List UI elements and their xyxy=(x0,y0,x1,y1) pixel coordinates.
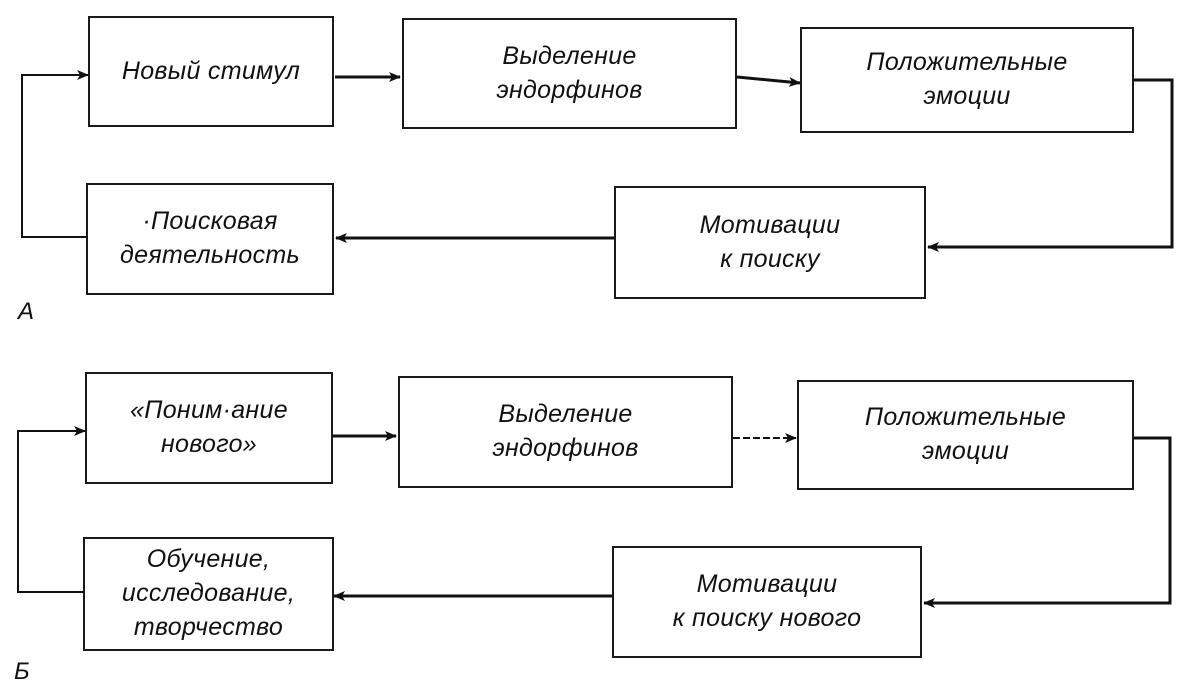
box-b-search-new-motivation: Мотивации к поиску нового xyxy=(612,546,922,658)
diagram-b-label: Б xyxy=(14,658,30,685)
arrow-b-learning-to-understanding xyxy=(17,426,86,593)
box-a-search-activity: ·Поисковая деятельность xyxy=(86,183,334,295)
box-a-new-stimulus: Новый стимул xyxy=(88,16,334,127)
box-b-positive-emotions: Положительные эмоции xyxy=(797,380,1134,490)
box-a-positive-emotions: Положительные эмоции xyxy=(800,27,1134,133)
diagram-a-label: А xyxy=(18,298,35,325)
box-b-learning: Обучение, исследование, творчество xyxy=(83,537,334,651)
box-b-understanding-new: «Поним·ание нового» xyxy=(85,372,333,484)
arrow-a-activity-to-stimulus xyxy=(21,70,89,238)
box-b-endorphins: Выделение эндорфинов xyxy=(398,376,733,488)
arrow-b-emotions-to-motivation xyxy=(923,436,1172,608)
arrow-a-emotions-to-motivation xyxy=(927,78,1174,252)
box-a-search-motivation: Мотивации к поиску xyxy=(614,186,926,299)
arrow-a-endorphins-to-emotions xyxy=(736,75,801,87)
box-a-endorphins: Выделение эндорфинов xyxy=(402,18,737,129)
